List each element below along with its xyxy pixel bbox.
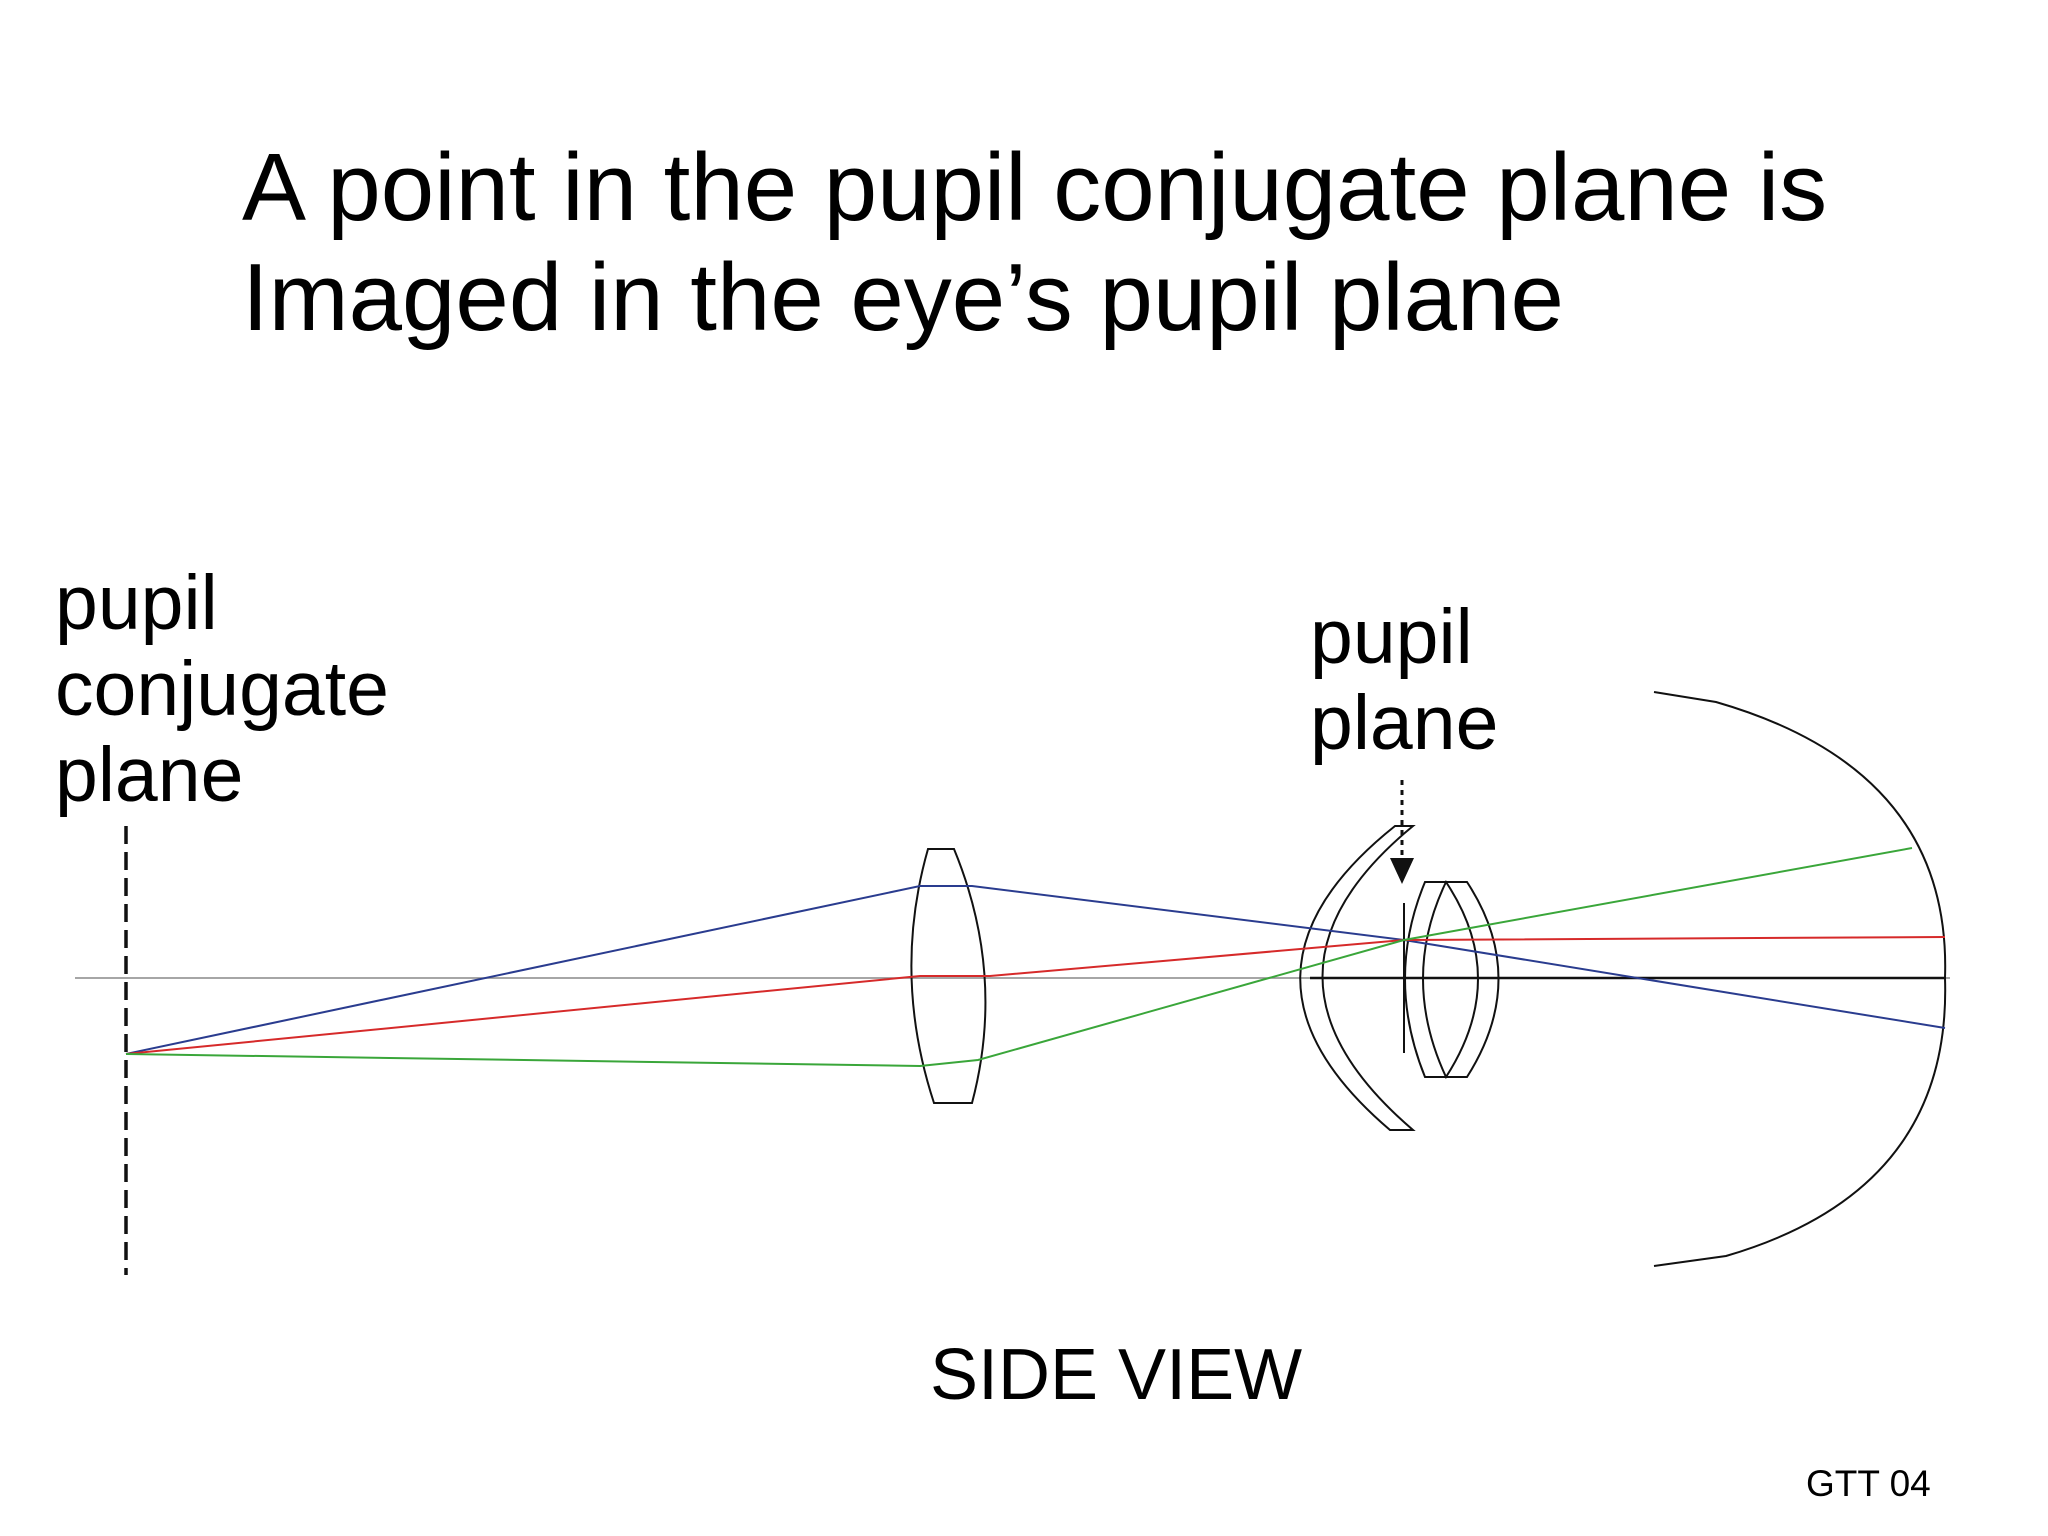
ray-green	[125, 847, 1913, 1068]
relay-lens	[910, 848, 987, 1104]
label-line: pupil	[55, 560, 218, 646]
pupil-conjugate-plane-label: pupil conjugate plane	[55, 560, 389, 818]
label-line: plane	[1310, 680, 1499, 766]
title-line-1: A point in the pupil conjugate plane is	[242, 134, 1828, 241]
pupil-plane-label: pupil plane	[1310, 594, 1498, 766]
footer-code: GTT 04	[1806, 1463, 1931, 1504]
label-line: plane	[55, 732, 244, 818]
label-line: conjugate	[55, 646, 389, 732]
ray-blue	[125, 885, 1946, 1055]
label-line: pupil	[1310, 594, 1473, 680]
retina	[1653, 691, 1947, 1267]
side-view-caption: SIDE VIEW	[930, 1335, 1303, 1415]
ray-red	[125, 936, 1946, 1055]
title-line-2: Imaged in the eye’s pupil plane	[242, 244, 1564, 351]
eye-lens-inner	[1422, 879, 1479, 1080]
pupil-plane-arrowhead	[1390, 858, 1414, 884]
eye-lens	[1404, 881, 1500, 1078]
cornea	[1299, 825, 1416, 1131]
